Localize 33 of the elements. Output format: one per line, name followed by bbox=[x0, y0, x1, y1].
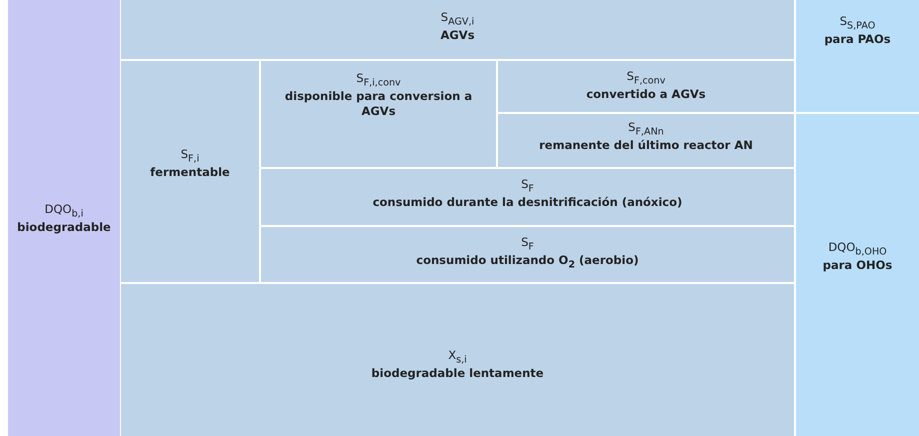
variable-symbol: DQO$_{b,i}$ bbox=[44, 202, 84, 220]
block-description: AGVs bbox=[440, 28, 475, 43]
partition-block bbox=[121, 61, 259, 282]
partition-block bbox=[261, 61, 496, 167]
variable-symbol: S$_{F,conv}$ bbox=[626, 69, 666, 88]
variable-symbol: S$_{F,ANn}$ bbox=[628, 120, 664, 138]
variable-symbol: S$_{F}$ bbox=[521, 177, 534, 196]
partition-block bbox=[121, 0, 794, 59]
partition-block bbox=[121, 284, 794, 436]
block-description: consumido durante la desnitrificación (anóxico) bbox=[372, 195, 682, 210]
block-description: remanente del último reactor AN bbox=[539, 138, 753, 153]
variable-symbol: S$_{S,PAO}$ bbox=[840, 14, 876, 32]
partition-block bbox=[261, 227, 794, 282]
partition-block bbox=[796, 114, 919, 436]
partition-block bbox=[796, 0, 919, 112]
partition-block bbox=[261, 169, 794, 225]
variable-symbol: S$_{F}$ bbox=[521, 235, 534, 254]
partition-block bbox=[8, 0, 120, 436]
block-description: biodegradable bbox=[17, 220, 111, 234]
variable-symbol: S$_{F,i,conv}$ bbox=[356, 71, 401, 90]
block-description: disponible para conversion a AGVs bbox=[284, 89, 474, 118]
block-description: consumido utilizando O$_{2}$ (aerobio) bbox=[416, 253, 639, 272]
block-description: para OHOs bbox=[822, 258, 892, 273]
variable-symbol: DQO$_{b,OHO}$ bbox=[828, 240, 887, 258]
block-description: fermentable bbox=[150, 165, 230, 180]
variable-symbol: X$_{s,i}$ bbox=[448, 348, 467, 366]
block-description: convertido a AGVs bbox=[586, 87, 706, 102]
partition-block bbox=[498, 61, 794, 112]
block-description: para PAOs bbox=[824, 32, 891, 47]
partition-block bbox=[498, 114, 794, 167]
block-description: biodegradable lentamente bbox=[371, 366, 544, 381]
variable-symbol: S$_{F,i}$ bbox=[180, 147, 200, 166]
variable-symbol: S$_{AGV,i}$ bbox=[440, 10, 474, 28]
